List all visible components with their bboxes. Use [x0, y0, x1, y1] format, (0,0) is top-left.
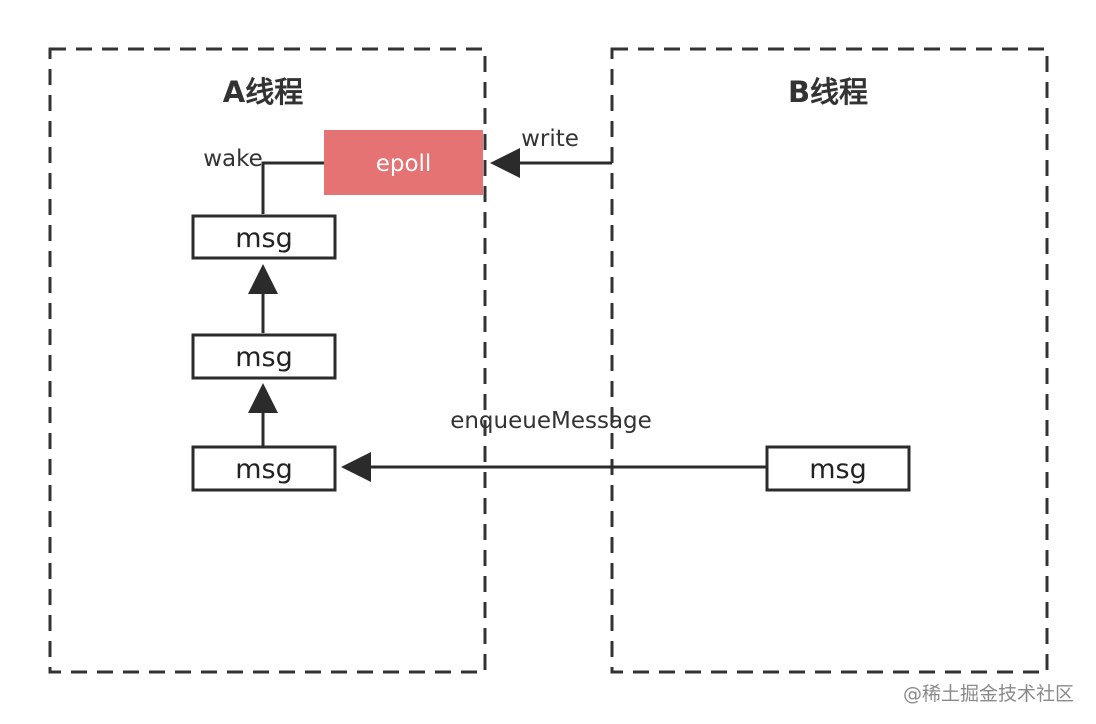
write-label: write	[521, 126, 579, 152]
msg-node-top-label: msg	[235, 223, 293, 254]
msg-node-mid-label: msg	[235, 342, 293, 373]
epoll-node-label: epoll	[376, 151, 432, 177]
msg-node-bottom-label: msg	[235, 454, 293, 485]
msg-node-top	[191, 214, 337, 260]
thread-b-title: B线程	[788, 75, 868, 109]
thread-a-title: A线程	[223, 75, 303, 109]
thread-b-container	[610, 47, 1049, 674]
watermark-text: @稀土掘金技术社区	[902, 683, 1074, 705]
msg-node-mid	[191, 333, 337, 380]
enqueue-message-label: enqueueMessage	[450, 408, 652, 434]
wake-label: wake	[203, 146, 263, 172]
msg-node-bottom	[191, 445, 337, 492]
msg-node-b-label: msg	[809, 454, 867, 485]
thread-a-container	[48, 47, 487, 674]
msg-node-b	[765, 445, 911, 492]
epoll-node	[324, 130, 483, 195]
wake-connector	[261, 161, 324, 214]
